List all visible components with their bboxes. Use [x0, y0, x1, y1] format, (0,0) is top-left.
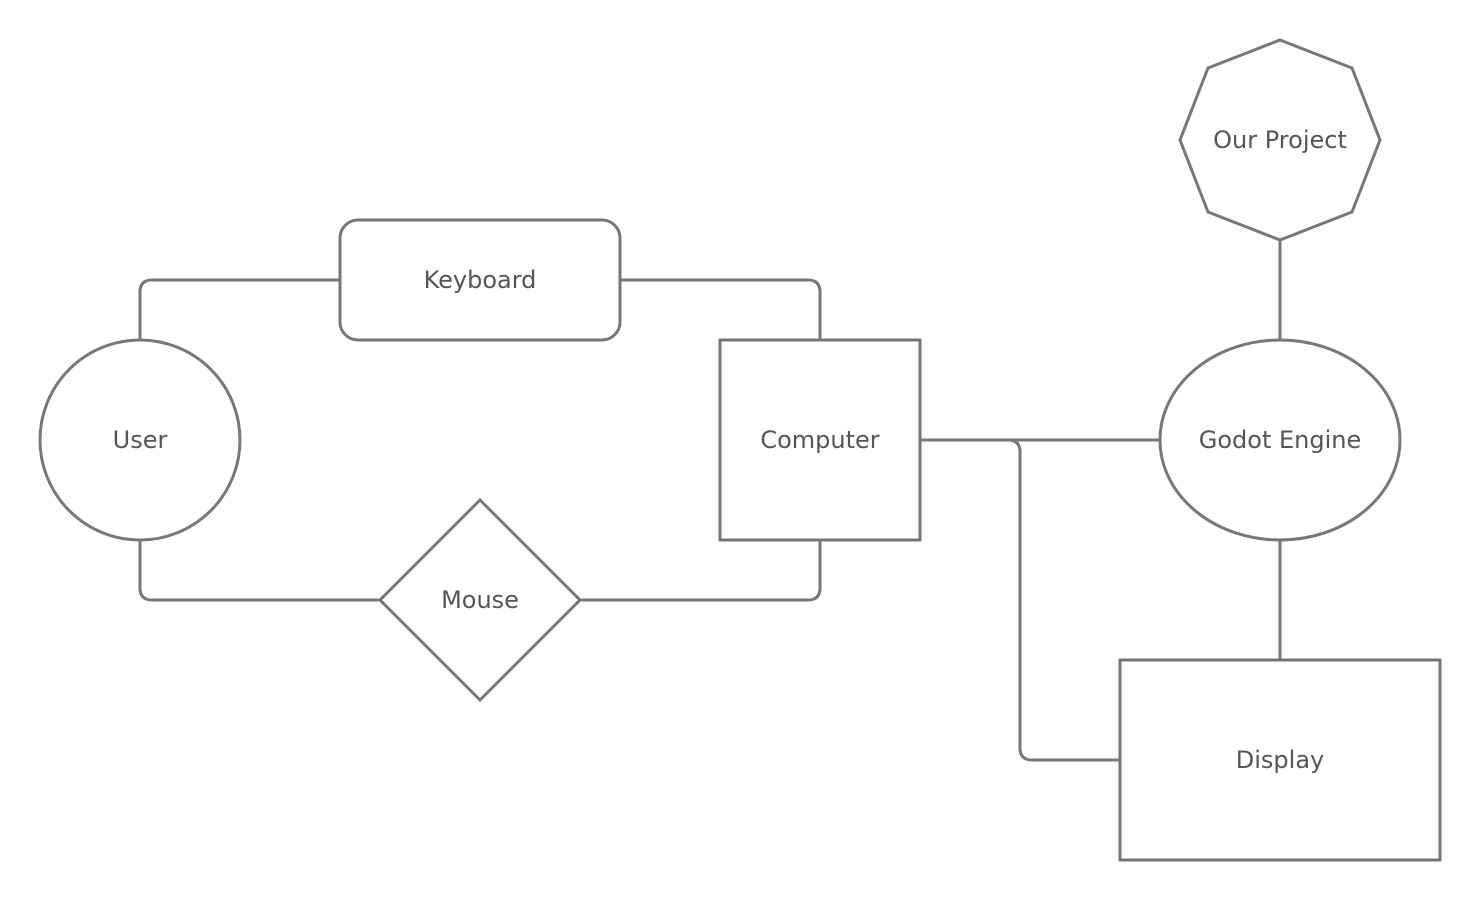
our-project-shape	[1178, 38, 1382, 242]
node-display[interactable]: Display	[1118, 658, 1442, 862]
node-user[interactable]: User	[38, 338, 242, 542]
user-shape	[38, 338, 242, 542]
godot-engine-label: Godot Engine	[1199, 426, 1362, 454]
computer-label: Computer	[760, 426, 879, 454]
edge-mouse-computer	[580, 540, 822, 602]
mouse-shape	[377, 497, 583, 703]
node-our-project[interactable]: Our Project	[1178, 38, 1382, 242]
node-mouse[interactable]: Mouse	[377, 497, 583, 703]
mouse-label: Mouse	[441, 586, 519, 614]
computer-shape	[718, 338, 922, 542]
keyboard-label: Keyboard	[424, 266, 537, 294]
node-godot-engine[interactable]: Godot Engine	[1158, 338, 1402, 542]
node-computer[interactable]: Computer	[718, 338, 922, 542]
edge-user-keyboard	[138, 278, 340, 340]
our-project-label: Our Project	[1213, 126, 1347, 154]
godot-engine-shape	[1158, 338, 1402, 542]
display-shape	[1118, 658, 1442, 862]
node-keyboard[interactable]: Keyboard	[338, 218, 622, 342]
keyboard-shape	[338, 218, 622, 342]
edge-computer-display	[920, 438, 1120, 762]
connectors	[138, 240, 1282, 762]
edge-keyboard-computer	[620, 278, 822, 340]
display-label: Display	[1236, 746, 1324, 774]
edge-user-mouse	[138, 540, 380, 602]
user-label: User	[113, 426, 168, 454]
